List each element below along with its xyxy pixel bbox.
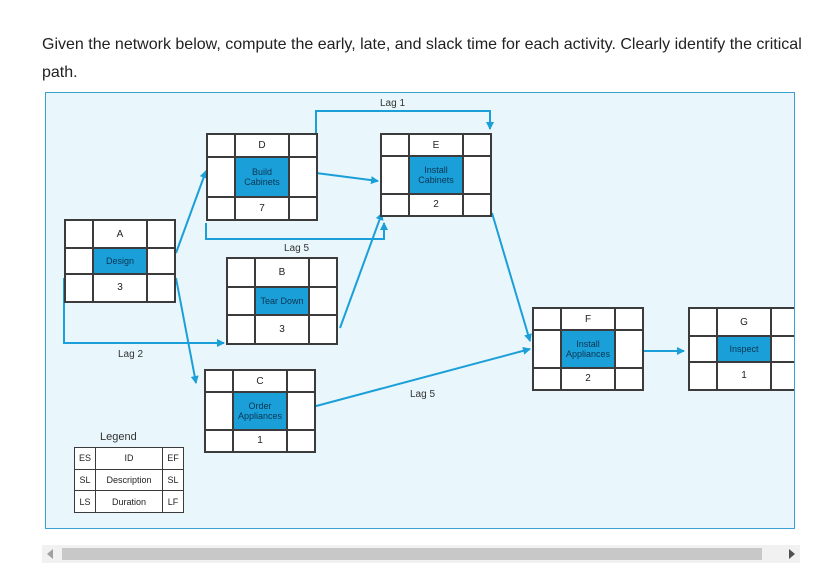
scroll-right-icon[interactable] [789, 549, 795, 559]
question-text: Given the network below, compute the ear… [42, 36, 802, 81]
scroll-thumb[interactable] [62, 548, 762, 560]
node-b-id: B [254, 256, 310, 289]
node-g-id: G [716, 306, 772, 338]
legend-description: Description [95, 468, 163, 492]
node-f-desc: Install Appliances [560, 329, 616, 369]
scroll-left-icon[interactable] [47, 549, 53, 559]
node-c-desc: Order Appliances [232, 391, 288, 431]
arrow-a-c [175, 277, 199, 384]
legend-sl2: SL [162, 468, 184, 492]
legend-title: Legend [100, 431, 137, 443]
legend-ef: EF [162, 447, 184, 470]
lag2-label: Lag 2 [118, 349, 144, 360]
legend-id: ID [95, 447, 163, 470]
arrow-d-b-lag5 [205, 222, 388, 240]
node-d-desc: Build Cabinets [234, 156, 290, 198]
node-f-id: F [560, 306, 616, 332]
legend: Legend ES ID EF SL Description SL LS Dur… [74, 431, 184, 513]
arrow-d-e-lag1 [315, 110, 494, 133]
lag5-bottom-label: Lag 5 [410, 389, 436, 400]
node-c-dur: 1 [232, 428, 288, 454]
node-g: G Inspect 1 [688, 306, 794, 392]
node-d-id: D [234, 132, 290, 159]
lag1-label: Lag 1 [380, 98, 406, 109]
lag5-top-label: Lag 5 [284, 243, 310, 254]
node-d: D Build Cabinets 7 [206, 132, 318, 222]
arrow-d-e [315, 172, 379, 185]
node-e-dur: 2 [408, 192, 464, 218]
arrow-b-e [339, 212, 384, 329]
network-diagram: A Design 3 D Build Cabinets 7 B Tear Dow… [45, 92, 795, 529]
node-a-desc: Design [92, 247, 148, 275]
node-f: F Install Appliances 2 [532, 306, 644, 392]
node-f-dur: 2 [560, 366, 616, 392]
node-g-dur: 1 [716, 360, 772, 392]
arrow-e-f [491, 212, 532, 342]
node-a-id: A [92, 218, 148, 250]
node-g-desc: Inspect [716, 335, 772, 363]
legend-lf: LF [162, 490, 184, 513]
node-e-id: E [408, 132, 464, 158]
node-a: A Design 3 [64, 218, 176, 304]
horizontal-scrollbar[interactable] [42, 545, 800, 563]
node-c-id: C [232, 368, 288, 394]
legend-duration: Duration [95, 490, 163, 513]
arrow-c-f-lag5 [289, 346, 531, 414]
arrow-a-d [175, 170, 208, 254]
node-a-dur: 3 [92, 272, 148, 304]
node-b-desc: Tear Down [254, 286, 310, 316]
node-b: B Tear Down 3 [226, 256, 338, 346]
node-c: C Order Appliances 1 [204, 368, 316, 454]
node-e: E Install Cabinets 2 [380, 132, 492, 218]
legend-es: ES [74, 447, 96, 470]
node-e-desc: Install Cabinets [408, 155, 464, 195]
legend-sl: SL [74, 468, 96, 492]
node-d-dur: 7 [234, 195, 290, 222]
node-b-dur: 3 [254, 313, 310, 346]
legend-ls: LS [74, 490, 96, 513]
